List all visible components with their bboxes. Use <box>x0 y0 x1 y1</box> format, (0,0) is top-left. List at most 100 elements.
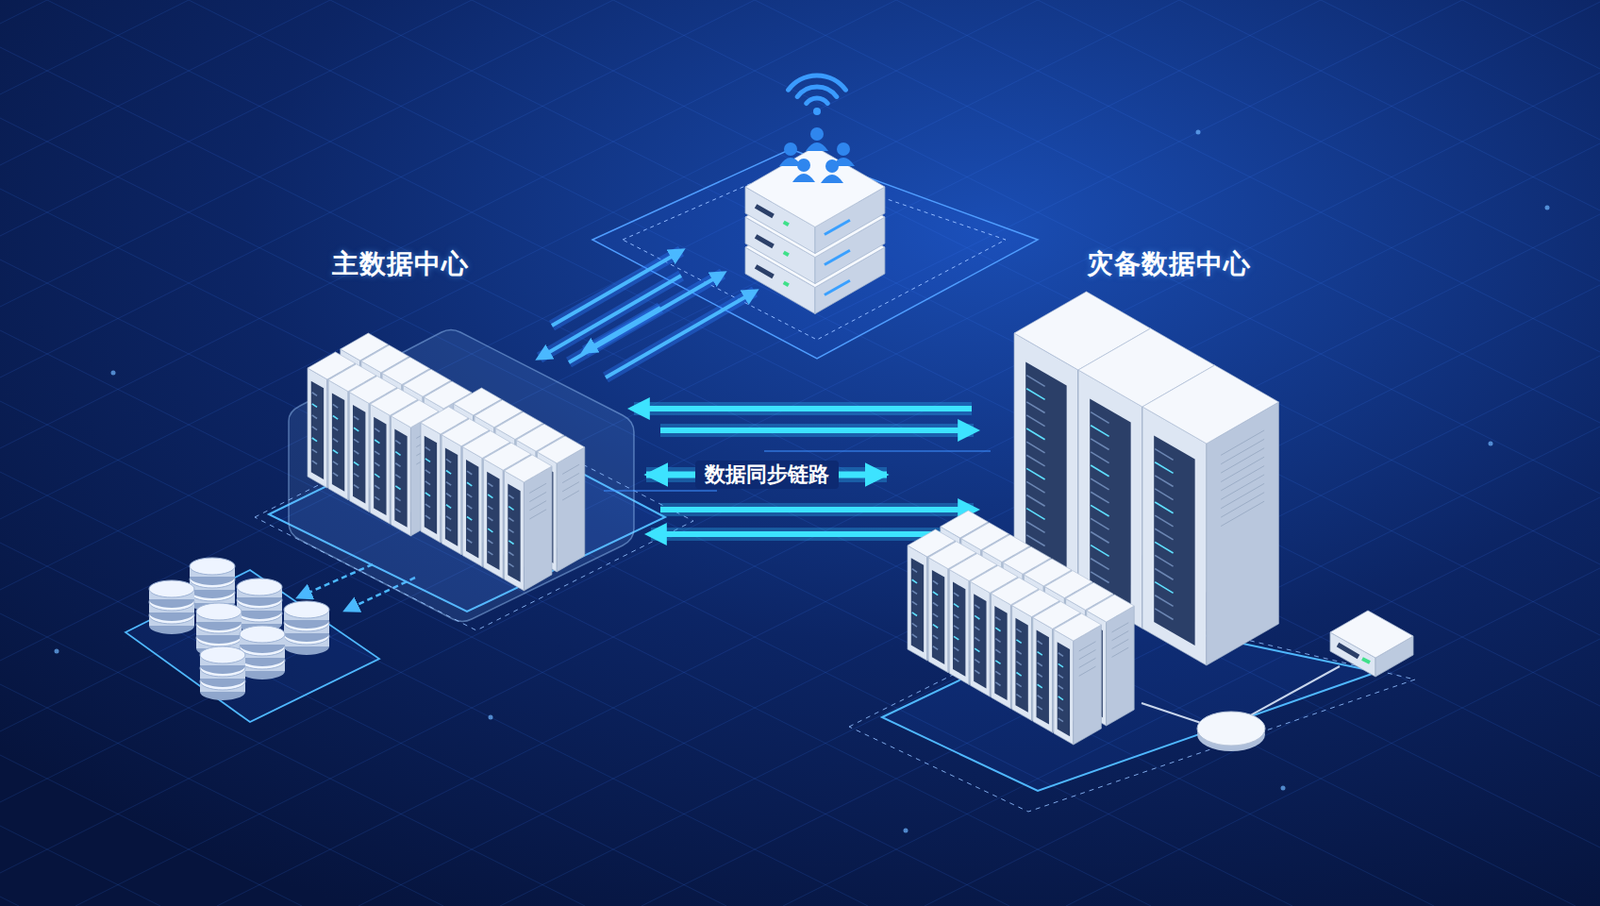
arrow-glow <box>650 527 953 541</box>
rack-front <box>1142 406 1207 666</box>
rack-slot <box>333 427 338 432</box>
grid-line <box>358 0 1600 906</box>
rack-slot <box>1026 375 1045 387</box>
rack-slot <box>425 469 431 474</box>
rack-panel <box>952 582 966 677</box>
rack-slot <box>1037 651 1043 656</box>
grid-line <box>0 0 1151 906</box>
slab-light <box>824 250 850 265</box>
rack-front <box>949 568 969 684</box>
rack-slot <box>312 460 317 465</box>
rack-slot <box>933 634 938 639</box>
rack-panel <box>932 569 945 665</box>
rack-slot <box>1037 662 1043 667</box>
rack-panel <box>994 605 1007 700</box>
rack-panel <box>1153 435 1195 646</box>
rack-slot <box>1037 640 1043 645</box>
rack-slot <box>487 505 493 510</box>
user-body <box>820 174 844 184</box>
rack-slot <box>333 438 338 443</box>
datacenter-zone: 主数据中心 <box>283 240 647 581</box>
rack-slot <box>995 638 1000 643</box>
rack-front <box>328 380 349 500</box>
rack-front <box>369 403 390 524</box>
rack-slot <box>1026 534 1045 547</box>
rack-vent <box>1220 430 1265 455</box>
rack-slot <box>446 504 451 509</box>
rack-slot <box>933 580 938 584</box>
rack-vent <box>1079 657 1097 667</box>
rack-slot <box>466 539 472 544</box>
arrow-glow <box>633 401 972 416</box>
rack-slot <box>312 449 317 453</box>
rack-vent <box>1112 631 1130 641</box>
glow-dot <box>111 370 117 376</box>
grid-line <box>783 0 1600 906</box>
rack-front <box>991 593 1012 709</box>
rack-panel <box>911 557 924 652</box>
rack-slot <box>395 463 400 467</box>
status-led <box>783 221 789 225</box>
rack-slot <box>974 626 980 631</box>
rack-slot <box>487 483 493 487</box>
zone-heading: 主数据中心 <box>332 248 469 281</box>
glow-dot <box>1281 785 1286 791</box>
main-datacenter <box>254 330 694 632</box>
rack-slot <box>974 669 980 674</box>
rack-slot <box>446 470 451 475</box>
rack-slot <box>1026 388 1045 400</box>
rack-slot <box>508 563 514 567</box>
rack-slot <box>1154 488 1173 500</box>
rack-vent <box>562 464 580 474</box>
rack-slot <box>953 635 959 640</box>
thin-link <box>603 489 717 492</box>
rack-slot <box>1058 696 1064 700</box>
rack-panel <box>486 471 500 570</box>
rack-slot <box>333 450 338 454</box>
rack-slot <box>1016 639 1021 644</box>
rack-slot <box>1016 672 1021 677</box>
rack-slot <box>487 494 493 499</box>
platform <box>125 569 380 722</box>
rack-side <box>1206 401 1280 666</box>
rack-slot <box>1154 568 1173 581</box>
rack-slot <box>953 614 959 618</box>
rack-slot <box>425 481 431 485</box>
disk-top <box>239 625 285 643</box>
glow-dot <box>54 649 60 654</box>
user-head <box>810 127 824 141</box>
rack-slot <box>953 592 959 597</box>
rack-slot <box>333 416 338 420</box>
rack-vent <box>529 491 547 501</box>
rack-slot <box>487 528 493 533</box>
rack-slot <box>425 503 431 508</box>
glow-dot <box>488 715 494 720</box>
grid-line <box>0 0 727 906</box>
rack-slot <box>912 612 917 617</box>
rack-slot <box>508 506 514 511</box>
rack-front <box>928 557 949 673</box>
link-label: 数据同步链路 <box>695 460 839 489</box>
rack-slot <box>1026 481 1045 493</box>
rack-panel <box>1015 617 1028 713</box>
rack-vent <box>1112 638 1130 649</box>
grid-line <box>0 0 1434 906</box>
grid-line <box>0 0 302 906</box>
rack-slot <box>1026 415 1045 427</box>
rack-front <box>483 458 503 579</box>
rack-slot <box>425 492 431 497</box>
rack-slot <box>912 633 917 638</box>
rack-vent <box>562 490 580 500</box>
slab-light <box>824 219 850 234</box>
grid-line <box>0 0 1010 906</box>
grid-line <box>1320 0 1600 906</box>
rack-slot <box>1154 462 1173 474</box>
rack-panel <box>445 447 458 546</box>
rack-slot <box>1090 504 1109 517</box>
rack-top <box>504 454 552 483</box>
sync-arrow <box>650 531 953 537</box>
